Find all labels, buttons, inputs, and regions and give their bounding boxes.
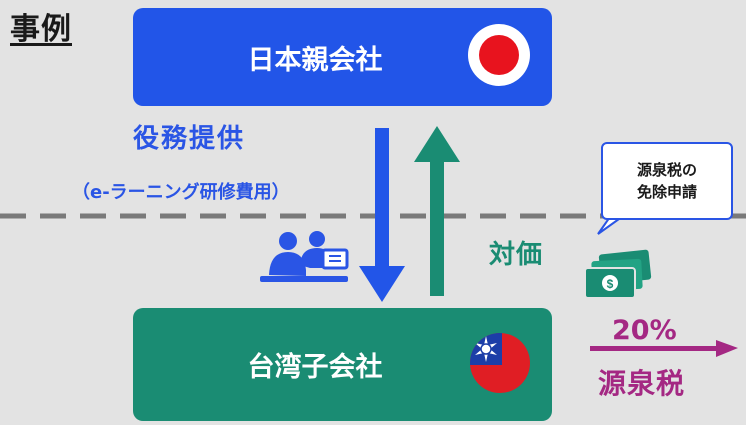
service-label: 役務提供 xyxy=(133,124,246,154)
page-title: 事例 xyxy=(10,12,72,47)
elearning-users-icon xyxy=(260,231,349,282)
child-company-box: 台湾子会社 xyxy=(133,308,552,421)
taiwan-flag-icon xyxy=(470,333,530,393)
parent-company-label: 日本親会社 xyxy=(247,44,383,76)
service-arrow-down xyxy=(359,128,405,302)
money-icon: $ xyxy=(584,249,652,299)
bubble-line-2: 免除申請 xyxy=(636,183,697,201)
consideration-arrow-up xyxy=(414,126,460,296)
consideration-label: 対価 xyxy=(489,240,544,270)
service-detail-label: （e-ラーニング研修費用） xyxy=(72,182,290,203)
child-company-label: 台湾子会社 xyxy=(247,352,383,383)
withholding-rate: 20% xyxy=(612,315,677,346)
japan-flag-icon xyxy=(468,24,530,86)
exemption-bubble: 源泉税の 免除申請 xyxy=(601,142,733,220)
parent-company-box: 日本親会社 xyxy=(133,8,552,106)
withholding-arrow-right xyxy=(590,340,738,357)
svg-text:$: $ xyxy=(607,277,614,291)
bubble-line-1: 源泉税の xyxy=(636,161,697,179)
withholding-label: 源泉税 xyxy=(598,367,686,400)
